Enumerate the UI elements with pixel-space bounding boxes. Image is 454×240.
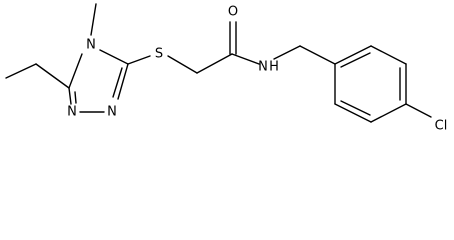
bond-ring-c5-n4 [68,53,83,89]
bond-ch2-carbonyl [196,53,233,74]
bond-s-ch2 [167,55,198,74]
atom-label-ring-n-2: N [107,105,117,120]
atom-label-ring-n-1: N [67,105,77,120]
bond-benzene-2 [370,45,407,65]
bond-ring-n4-c3 [99,49,129,65]
bond-carbonyl-nh [231,53,260,65]
bond-ring-c3-n2 [117,63,129,100]
atom-label-s: S [155,47,163,62]
atom-label-ring-n-methyl: N [86,38,96,53]
bond-ethyl-ch3-ch2 [5,63,37,79]
bond-benzene-5-inner [340,100,371,116]
bond-n-methyl [90,3,97,36]
molecule-structure-diagram: S O N H N N N Cl [5,3,448,134]
bond-benzene-cl [405,103,432,118]
structure-svg: S O N H N N N Cl [5,3,448,134]
bond-benzene-1 [334,45,372,65]
bond-benzene-1-inner [340,52,371,68]
bond-benzene-5 [334,103,372,123]
bond-nh-ch2 [273,45,301,60]
bond-benzene-4 [370,103,407,123]
bond-ring-s [127,55,151,65]
atom-label-cl: Cl [435,119,448,134]
bond-ethyl-ch2-ring [35,63,70,89]
atom-label-amide-h: H [269,60,279,75]
atom-label-amide-n: N [258,60,268,75]
bond-ch2-benzene [299,45,336,65]
atom-label-o: O [228,5,238,20]
bond-ring-c3-n2-double [112,67,123,98]
bond-ring-n1-c5 [68,87,72,105]
bond-ring-n1-c5-double [74,91,77,104]
